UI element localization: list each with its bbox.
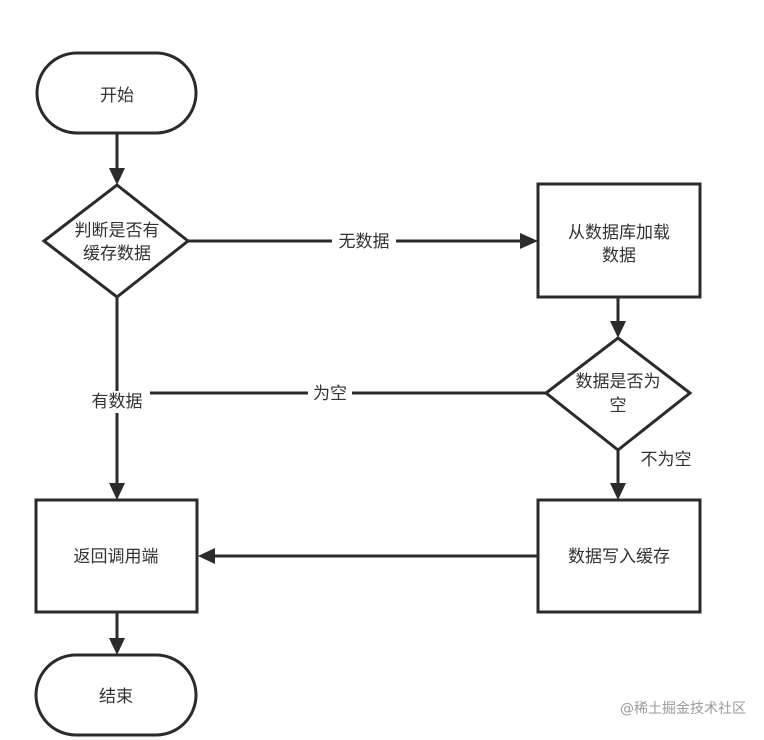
node-check-cache-label-line1: 判断是否有 [75,221,160,241]
edge-label-bg [86,391,150,413]
node-start-label: 开始 [100,86,134,106]
node-check-cache-label-line2: 缓存数据 [83,244,151,264]
arrowhead-icon [610,321,626,338]
node-check-empty: 数据是否为 空 [543,336,693,452]
watermark: @稀土掘金技术社区 [620,701,746,717]
node-load-db-label-line1: 从数据库加载 [568,223,670,243]
node-check-empty-label-line1: 数据是否为 [576,372,661,392]
node-load-db-label-line2: 数据 [602,246,636,266]
node-return-caller-label: 返回调用端 [74,547,159,567]
node-start: 开始 [35,51,198,135]
node-end: 结束 [34,653,198,737]
edge-label-bg [332,230,396,252]
edge-label-has-data: 有数据 [92,392,143,412]
node-check-empty-label-line2: 空 [610,396,627,416]
node-check-cache: 判断是否有 缓存数据 [41,183,191,299]
arrowhead-icon [109,638,125,655]
edge-label-bg [308,383,352,403]
node-write-cache: 数据写入缓存 [536,498,702,614]
edge-label-no-data: 无数据 [339,232,390,252]
edge-label-not-empty: 不为空 [641,450,692,470]
node-end-label: 结束 [99,687,133,707]
node-return-caller: 返回调用端 [34,498,199,614]
arrowhead-icon [610,483,626,500]
node-write-cache-label: 数据写入缓存 [568,547,670,567]
arrowhead-icon [198,548,215,564]
arrowhead-icon [520,233,538,249]
edge-label-is-empty: 为空 [313,384,347,404]
node-load-db: 从数据库加载 数据 [536,182,702,299]
arrowhead-icon [109,483,125,500]
arrowhead-icon [109,168,125,185]
